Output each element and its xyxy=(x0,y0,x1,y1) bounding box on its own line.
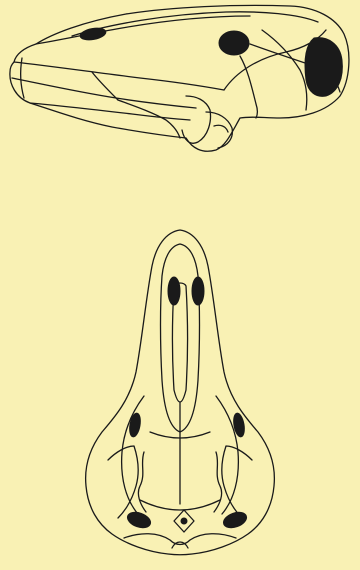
left-inner-suture xyxy=(138,452,146,512)
snout-tip xyxy=(21,58,24,98)
right-nostril-spot xyxy=(192,277,204,305)
pineal-foramen xyxy=(181,518,187,524)
temporal-line xyxy=(262,30,307,110)
lateral-orbit-spot xyxy=(219,31,249,55)
right-posterior-spot xyxy=(221,509,248,530)
lateral-temporal-fenestra xyxy=(305,38,342,97)
maxilla-line xyxy=(14,62,224,90)
right-inner-suture xyxy=(214,452,222,512)
right-lateral-spot xyxy=(232,412,246,437)
quadrate-lower xyxy=(214,125,228,132)
cranial-ridge xyxy=(72,12,318,36)
skull-dorsal-outline xyxy=(86,230,275,555)
skull-lateral-view xyxy=(10,5,349,151)
left-nostril-spot xyxy=(168,277,180,305)
postorbital-bar xyxy=(240,56,258,118)
lateral-nostril-spot xyxy=(79,26,107,41)
skull-lateral-outline xyxy=(10,5,349,151)
skull-dorsal-view xyxy=(86,230,275,555)
left-posterior-spot xyxy=(125,509,152,530)
left-lateral-spot xyxy=(128,412,142,437)
occipital-rim xyxy=(124,534,236,545)
